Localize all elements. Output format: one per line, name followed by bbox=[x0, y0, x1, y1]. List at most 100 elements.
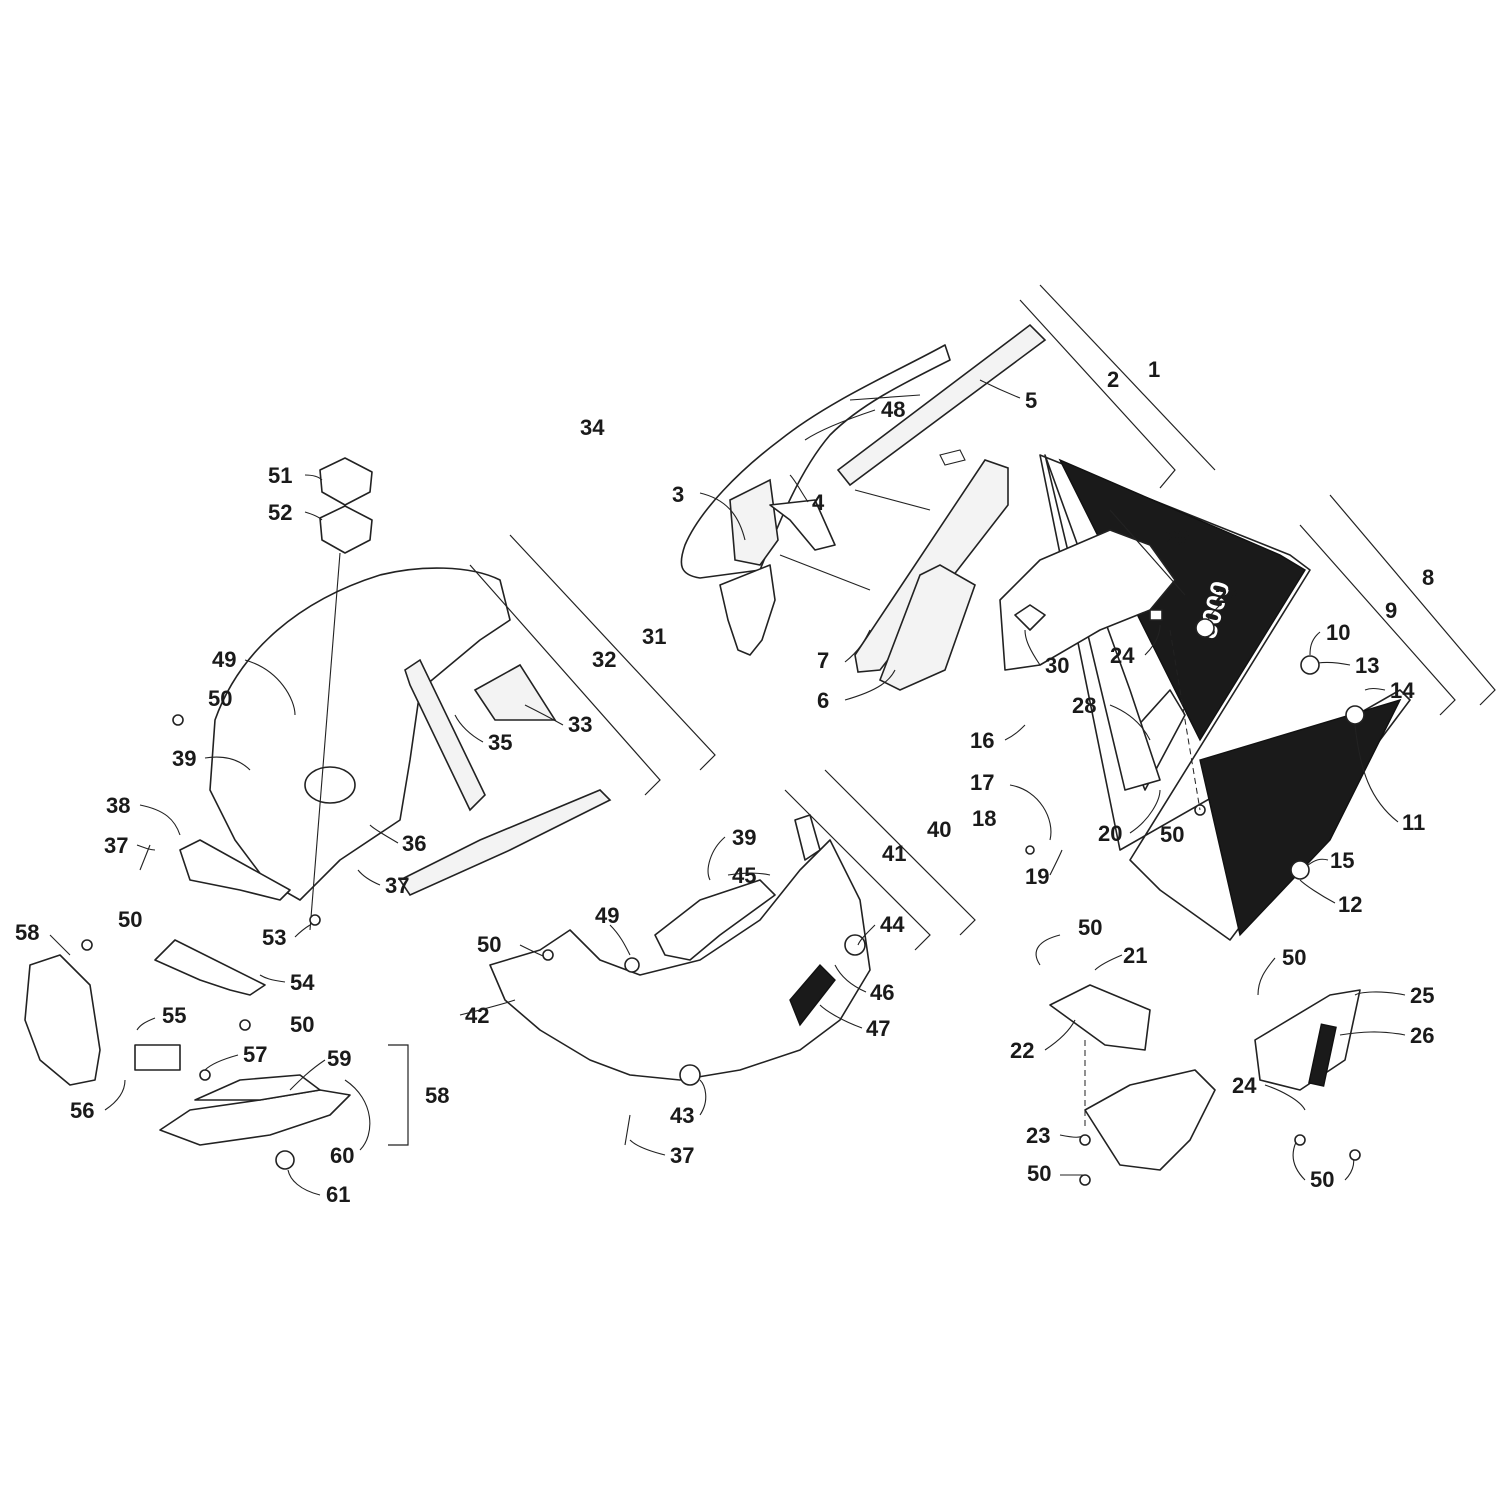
module-55 bbox=[134, 1044, 181, 1071]
callout-13: 13 bbox=[1355, 653, 1379, 678]
callout-44: 44 bbox=[880, 912, 905, 937]
right-lower-parts bbox=[1049, 984, 1361, 1171]
leader-25 bbox=[1354, 991, 1406, 996]
leader-24a bbox=[1144, 624, 1161, 656]
callout-10: 10 bbox=[1326, 620, 1350, 645]
callout-50h: 50 bbox=[1027, 1161, 1051, 1186]
bracket-29 bbox=[1109, 509, 1186, 596]
callout-2: 2 bbox=[1107, 367, 1119, 392]
leader-47 bbox=[819, 1004, 863, 1029]
screw-icon bbox=[172, 714, 184, 726]
assembly-guide-line bbox=[1169, 629, 1201, 811]
bracket-2 bbox=[1019, 299, 1176, 489]
callout-35: 35 bbox=[488, 730, 512, 755]
bracket-1 bbox=[1039, 284, 1216, 471]
leader-17 bbox=[1009, 784, 1052, 841]
callout-47: 47 bbox=[866, 1016, 890, 1041]
leader-37a bbox=[136, 844, 156, 851]
bracket-8 bbox=[1329, 494, 1496, 706]
rivet-37-icon bbox=[624, 1114, 631, 1146]
hood-guide-line bbox=[779, 554, 871, 591]
callout-28: 28 bbox=[1072, 693, 1096, 718]
grommet-44 bbox=[844, 934, 866, 956]
trim-45 bbox=[654, 879, 776, 961]
gasket-52 bbox=[319, 505, 373, 554]
callout-51: 51 bbox=[268, 463, 292, 488]
callout-4: 4 bbox=[812, 490, 825, 515]
callout-50i: 50 bbox=[1310, 1167, 1334, 1192]
callout-8: 8 bbox=[1422, 565, 1434, 590]
leader-49b bbox=[609, 924, 631, 956]
leader-43 bbox=[699, 1079, 707, 1116]
leader-11 bbox=[1354, 724, 1399, 823]
leader-7 bbox=[844, 629, 871, 663]
callout-24b: 24 bbox=[1232, 1073, 1257, 1098]
callout-32: 32 bbox=[592, 647, 616, 672]
callout-37b: 37 bbox=[385, 873, 409, 898]
foam-strip-5 bbox=[836, 323, 1047, 487]
callout-48: 48 bbox=[881, 397, 905, 422]
gasket-guide-line bbox=[309, 552, 341, 931]
leader-57 bbox=[204, 1054, 239, 1071]
callout-46: 46 bbox=[870, 980, 894, 1005]
callout-25: 25 bbox=[1410, 983, 1434, 1008]
bracket-22 bbox=[1049, 984, 1151, 1051]
screw-icon bbox=[239, 1019, 251, 1031]
callout-33: 33 bbox=[568, 712, 592, 737]
leader-49a bbox=[244, 659, 296, 716]
callout-37a: 37 bbox=[104, 833, 128, 858]
callout-9: 9 bbox=[1385, 598, 1397, 623]
callout-56: 56 bbox=[70, 1098, 94, 1123]
lower-trim-38 bbox=[179, 839, 291, 901]
callout-24a: 24 bbox=[1110, 643, 1135, 668]
hood-guide-line bbox=[854, 489, 931, 511]
gasket-set bbox=[309, 457, 373, 931]
callout-38: 38 bbox=[106, 793, 130, 818]
callout-58a: 58 bbox=[15, 920, 39, 945]
callout-54: 54 bbox=[290, 970, 315, 995]
bracket-54 bbox=[154, 939, 266, 996]
leader-37c bbox=[629, 1139, 666, 1156]
hood-assembly bbox=[680, 323, 1047, 691]
belly-pan bbox=[209, 567, 511, 901]
leader-50f bbox=[1035, 934, 1061, 966]
callout-23: 23 bbox=[1026, 1123, 1050, 1148]
callout-50b: 50 bbox=[118, 907, 142, 932]
callout-45: 45 bbox=[732, 863, 756, 888]
callout-16: 16 bbox=[970, 728, 994, 753]
leader-52 bbox=[304, 511, 323, 521]
leader-lines bbox=[49, 379, 1406, 1196]
bracket-32 bbox=[469, 564, 661, 796]
steering-opening bbox=[304, 766, 356, 804]
callout-49b: 49 bbox=[595, 903, 619, 928]
leader-37b bbox=[357, 869, 381, 886]
cover-59 bbox=[159, 1089, 351, 1146]
callout-39a: 39 bbox=[172, 746, 196, 771]
rivet-37-icon bbox=[139, 844, 151, 871]
callout-50c: 50 bbox=[290, 1012, 314, 1037]
callout-20: 20 bbox=[1098, 821, 1122, 846]
bracket-9 bbox=[1299, 524, 1456, 716]
air-box-panel bbox=[999, 529, 1176, 671]
leader-54 bbox=[259, 974, 286, 983]
callout-57: 57 bbox=[243, 1042, 267, 1067]
leader-36 bbox=[369, 824, 399, 844]
leader-20 bbox=[1129, 789, 1161, 834]
leader-59 bbox=[289, 1059, 326, 1091]
leader-4 bbox=[789, 474, 809, 503]
assembly-brackets bbox=[388, 284, 1496, 1146]
callout-42: 42 bbox=[465, 1003, 489, 1028]
leader-42 bbox=[459, 999, 516, 1016]
callout-55: 55 bbox=[162, 1003, 186, 1028]
leader-13 bbox=[1317, 661, 1351, 666]
windshield-trim bbox=[194, 1074, 321, 1101]
callout-50d: 50 bbox=[477, 932, 501, 957]
leader-38 bbox=[139, 804, 181, 836]
screw-icon bbox=[1349, 1149, 1361, 1161]
leader-10 bbox=[1309, 631, 1321, 656]
knob-61 bbox=[275, 1150, 295, 1170]
callout-49a: 49 bbox=[212, 647, 236, 672]
callout-41: 41 bbox=[882, 841, 906, 866]
duct-23 bbox=[1084, 1069, 1216, 1171]
callout-50e: 50 bbox=[1160, 822, 1184, 847]
